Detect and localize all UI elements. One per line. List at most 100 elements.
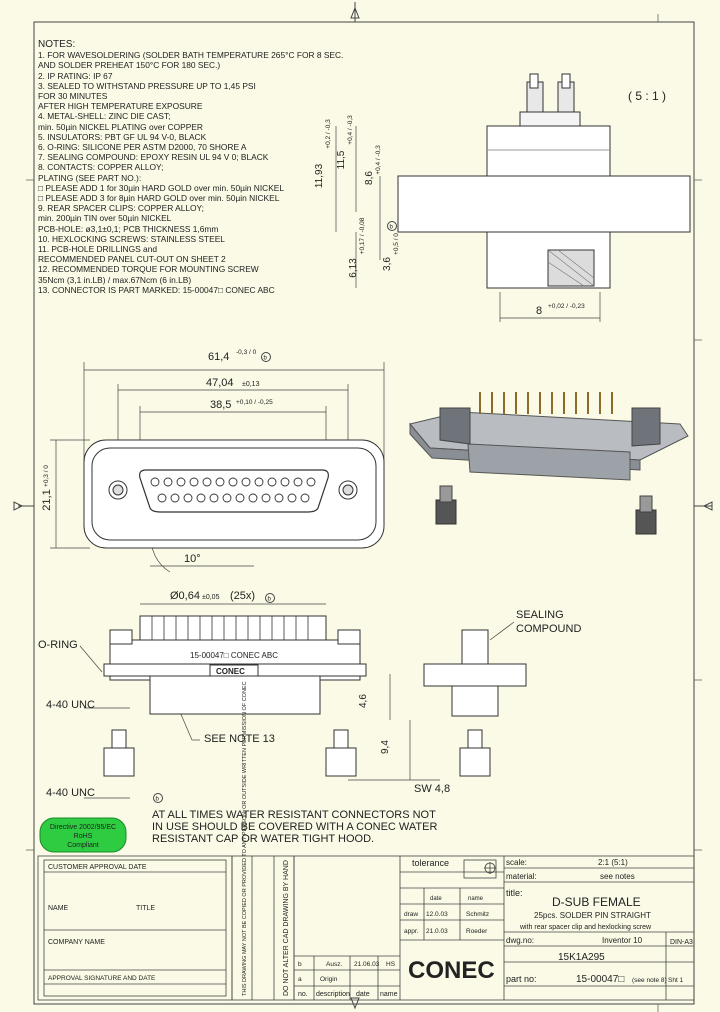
note-line: min. 50µin NICKEL PLATING over COPPER [38,121,203,132]
rohs-line-1: Directive 2002/95/EC [50,824,116,831]
col-name: name [380,991,398,998]
dim-11-93-tol: +0,2 / -0,3 [325,119,332,149]
dim-8-tol: +0,02 / -0,23 [548,303,585,310]
rev-marker-pins: b [268,597,272,603]
frame-ticks [26,14,702,1012]
checked-label: appr. [404,928,419,935]
sheet-number: Sht 1 [668,977,684,984]
end-view: SEALING COMPOUND [423,609,581,777]
right-center-mark [702,501,713,511]
rev-marker-front: b [264,356,268,362]
checked-date: 21.0.03 [426,928,448,935]
approval-signature-label: APPROVAL SIGNATURE AND DATE [48,975,156,982]
sheet-border [33,21,695,1005]
note-line: PLATING (SEE PART NO.): [38,172,142,183]
note-line: 35Ncm (3,1 in.LB) / max.67Ncm (6 in.LB) [38,274,192,285]
company-name-label: COMPANY NAME [48,939,105,946]
din-size: DIN-A3 [670,939,693,946]
part-code: 15K1A295 [558,952,605,963]
dim-8-6-tol: +0,4 / -0,3 [375,145,382,175]
note-line: 4. METAL-SHELL: ZINC DIE CAST; [38,111,171,122]
dim-38-5-tol: +0,10 / -0,25 [236,399,273,406]
side-section-view: ( 5 : 1 ) 11,93 +0,2 / -0,3 11,5 +0,4 [314,73,691,322]
rev-desc: Ausz. [326,961,342,968]
note-line: 10. HEXLOCKING SCREWS: STAINLESS STEEL [38,233,225,244]
dim-8: 8 [536,305,542,317]
note-line: 2. IP RATING: IP 67 [38,70,113,81]
dim-pin-count: (25x) [230,590,255,602]
bottom-side-view: Ø0,64 ±0,05 (25x) b 15-00047□ CONEC ABC … [38,590,450,799]
bottom-center-mark [350,997,360,1010]
warning-line-2: IN USE SHOULD BE COVERED WITH A CONEC WA… [152,821,437,833]
note-line: PCB-HOLE: ø3,1±0,1; PCB THICKNESS 1,6mm [38,223,219,234]
sw-label: SW 4,8 [414,783,450,795]
dim-6-13-tol: +0,17 / -0,08 [359,217,366,254]
see-note-label: SEE NOTE 13 [204,733,275,745]
note-line: 6. O-RING: SILICONE PER ASTM D2000, 70 S… [38,142,247,153]
col-date: date [356,991,370,998]
dim-47-04-tol: ±0,13 [242,381,260,388]
note-line: FOR 30 MINUTES [38,91,108,102]
front-view: 61,4 -0,3 / 0 b 47,04 ±0,13 38,5 +0,10 /… [41,349,385,573]
title-label: title: [506,888,523,898]
thread-label-2: 4-40 UNC [46,787,95,799]
partno-label: part no: [506,974,537,984]
dim-61-4: 61,4 [208,351,229,363]
approval-title-label: TITLE [136,905,155,912]
title-sub-2: with rear spacer clip and hexlocking scr… [519,924,652,931]
dim-21-1-tol: +0,3 / 0 [43,465,50,487]
rev-date: 21.06.03 [354,961,380,968]
col-desc: description [316,991,350,998]
notes-heading: NOTES: [38,39,76,50]
rev-name: HS [386,961,396,968]
sealing-label-2: COMPOUND [516,623,581,635]
dim-47-04: 47,04 [206,377,234,389]
dim-3-6: 3,6 [382,257,393,271]
rev-a-desc: Origin [320,976,338,983]
partno-value: 15-00047□ [576,974,624,985]
notes-block: NOTES: 1. FOR WAVESOLDERING (SOLDER BATH… [38,39,343,295]
note-line: 8. CONTACTS: COPPER ALLOY; [38,162,164,173]
dim-11-93: 11,93 [314,163,325,188]
partno-note: (see note 8) [632,977,667,984]
note-line: 12. RECOMMENDED TORQUE FOR MOUNTING SCRE… [38,264,259,275]
rev-mark: b [298,961,302,968]
dim-pin-dia-tol: ±0,05 [202,594,220,601]
approval-title: CUSTOMER APPROVAL DATE [48,864,147,871]
approval-name-label: NAME [48,905,69,912]
title-main: D-SUB FEMALE [552,895,641,909]
note-line: AFTER HIGH TEMPERATURE EXPOSURE [38,101,203,112]
dim-angle: 10° [184,553,201,565]
isometric-view [409,392,689,535]
note-line: AND SOLDER PREHEAT 150°C FOR 180 SEC.) [38,60,221,71]
note-line: 9. REAR SPACER CLIPS: COPPER ALLOY; [38,203,204,214]
logo-small: CONEC [216,667,245,676]
note-line: 13. CONNECTOR IS PART MARKED: 15-00047□ … [38,284,275,295]
title-block [37,855,695,1001]
confidential-note: THIS DRAWING MAY NOT BE COPIED OR PROVID… [242,681,248,996]
dim-21-1: 21,1 [41,489,53,510]
thread-label-1: 4-40 UNC [46,699,95,711]
view-scale-label: ( 5 : 1 ) [628,89,666,103]
note-line: RECOMMENDED PANEL CUT-OUT ON SHEET 2 [38,254,226,265]
rohs-line-2: RoHS [74,833,93,840]
dwg-value: Inventor 10 [602,936,643,945]
oring-label: O-RING [38,639,78,651]
dim-4-6: 4,6 [358,694,369,708]
dim-pin-dia: Ø0,64 [170,590,200,602]
dim-9-4: 9,4 [380,740,391,754]
rohs-line-3: Compliant [67,842,99,849]
name-col-label: name [468,896,484,902]
title-block-text: CUSTOMER APPROVAL DATE NAME TITLE COMPAN… [48,681,693,998]
drawn-name: Schmitz [466,911,489,918]
warning-line-3: RESISTANT CAP OR WATER TIGHT HOOD. [152,833,374,845]
do-not-alter-note: DO NOT ALTER CAD DRAWING BY HAND [283,860,290,996]
date-col-label: date [430,896,442,902]
note-line: 3. SEALED TO WITHSTAND PRESSURE UP TO 1,… [38,80,256,91]
dwg-label: dwg.no: [506,936,534,945]
col-no: no. [298,991,308,998]
note-line: min. 200µin TIN over 50µin NICKEL [38,213,172,224]
drawn-date: 12.0.03 [426,911,448,918]
scale-label: scale: [506,858,527,867]
